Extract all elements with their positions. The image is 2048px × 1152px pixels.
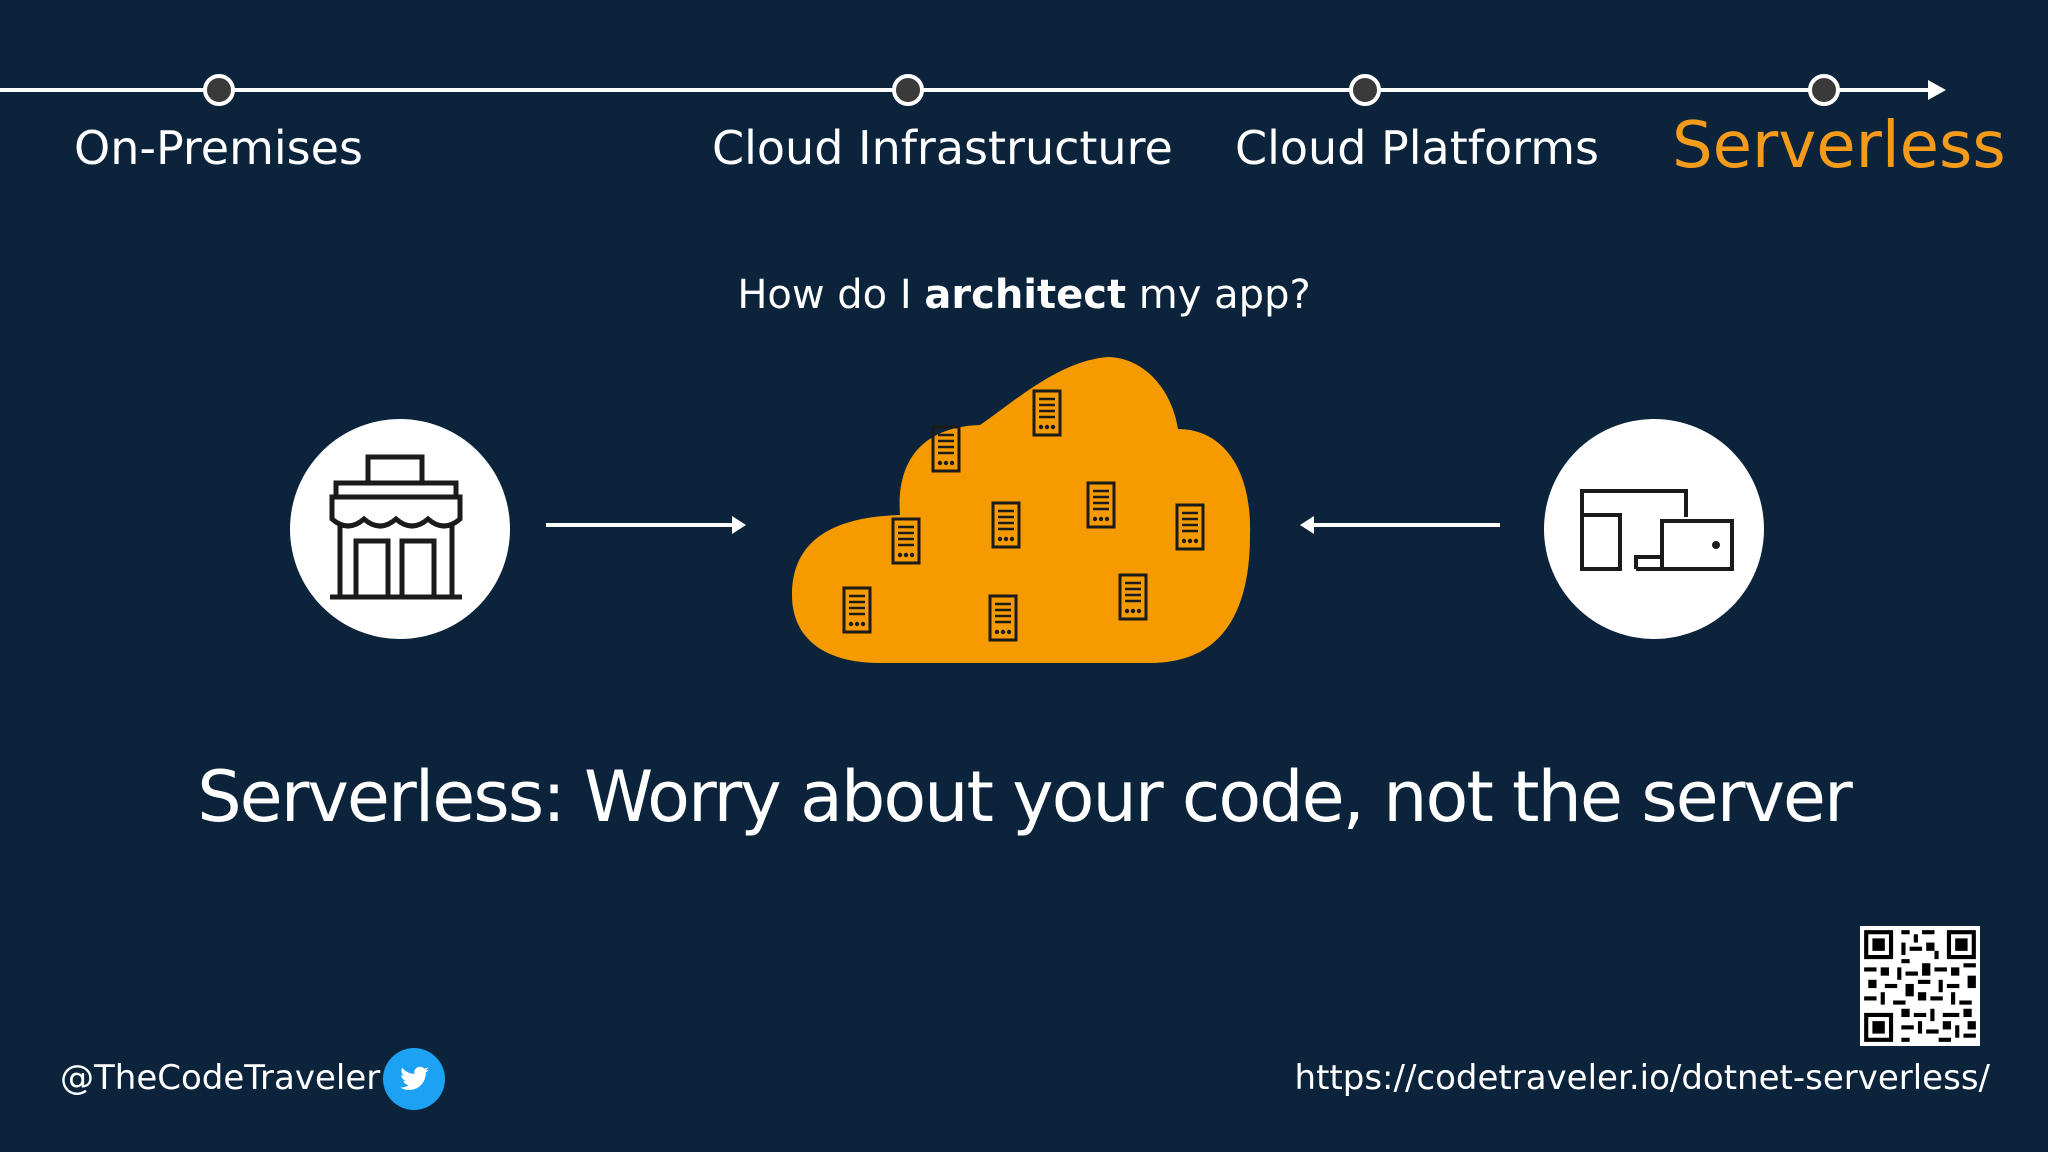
question-suffix: my app? bbox=[1126, 272, 1311, 318]
arrow-left bbox=[1300, 516, 1500, 534]
tagline: Serverless: Worry about your code, not t… bbox=[197, 756, 1853, 838]
storefront-icon bbox=[329, 454, 463, 600]
timeline-node-cloud-infrastructure bbox=[892, 74, 924, 106]
timeline-label-on-premises: On-Premises bbox=[74, 121, 363, 175]
twitter-handle[interactable]: @TheCodeTraveler bbox=[60, 1058, 381, 1098]
timeline-label-cloud-platforms: Cloud Platforms bbox=[1235, 121, 1599, 175]
timeline-label-cloud-infrastructure: Cloud Infrastructure bbox=[712, 121, 1173, 175]
question-emphasis: architect bbox=[924, 272, 1127, 318]
question: How do I architect my app? bbox=[0, 268, 2048, 322]
presentation-url[interactable]: https://codetraveler.io/dotnet-serverles… bbox=[1294, 1058, 1990, 1098]
timeline-label-serverless: Serverless bbox=[1672, 109, 2006, 183]
storefront-circle bbox=[290, 419, 510, 639]
timeline-node-on-premises bbox=[203, 74, 235, 106]
arrow-right bbox=[546, 516, 746, 534]
twitter-icon[interactable] bbox=[383, 1048, 445, 1110]
question-prefix: How do I bbox=[737, 272, 925, 318]
cloud-icon bbox=[792, 357, 1251, 663]
devices-icon bbox=[1580, 489, 1734, 571]
timeline-node-cloud-platforms bbox=[1349, 74, 1381, 106]
devices-circle bbox=[1544, 419, 1764, 639]
qr-code-icon bbox=[1860, 926, 1980, 1046]
architecture-diagram bbox=[290, 357, 1764, 663]
timeline-node-serverless bbox=[1808, 74, 1840, 106]
timeline-arrowhead bbox=[1928, 80, 1946, 100]
timeline bbox=[0, 74, 1946, 106]
